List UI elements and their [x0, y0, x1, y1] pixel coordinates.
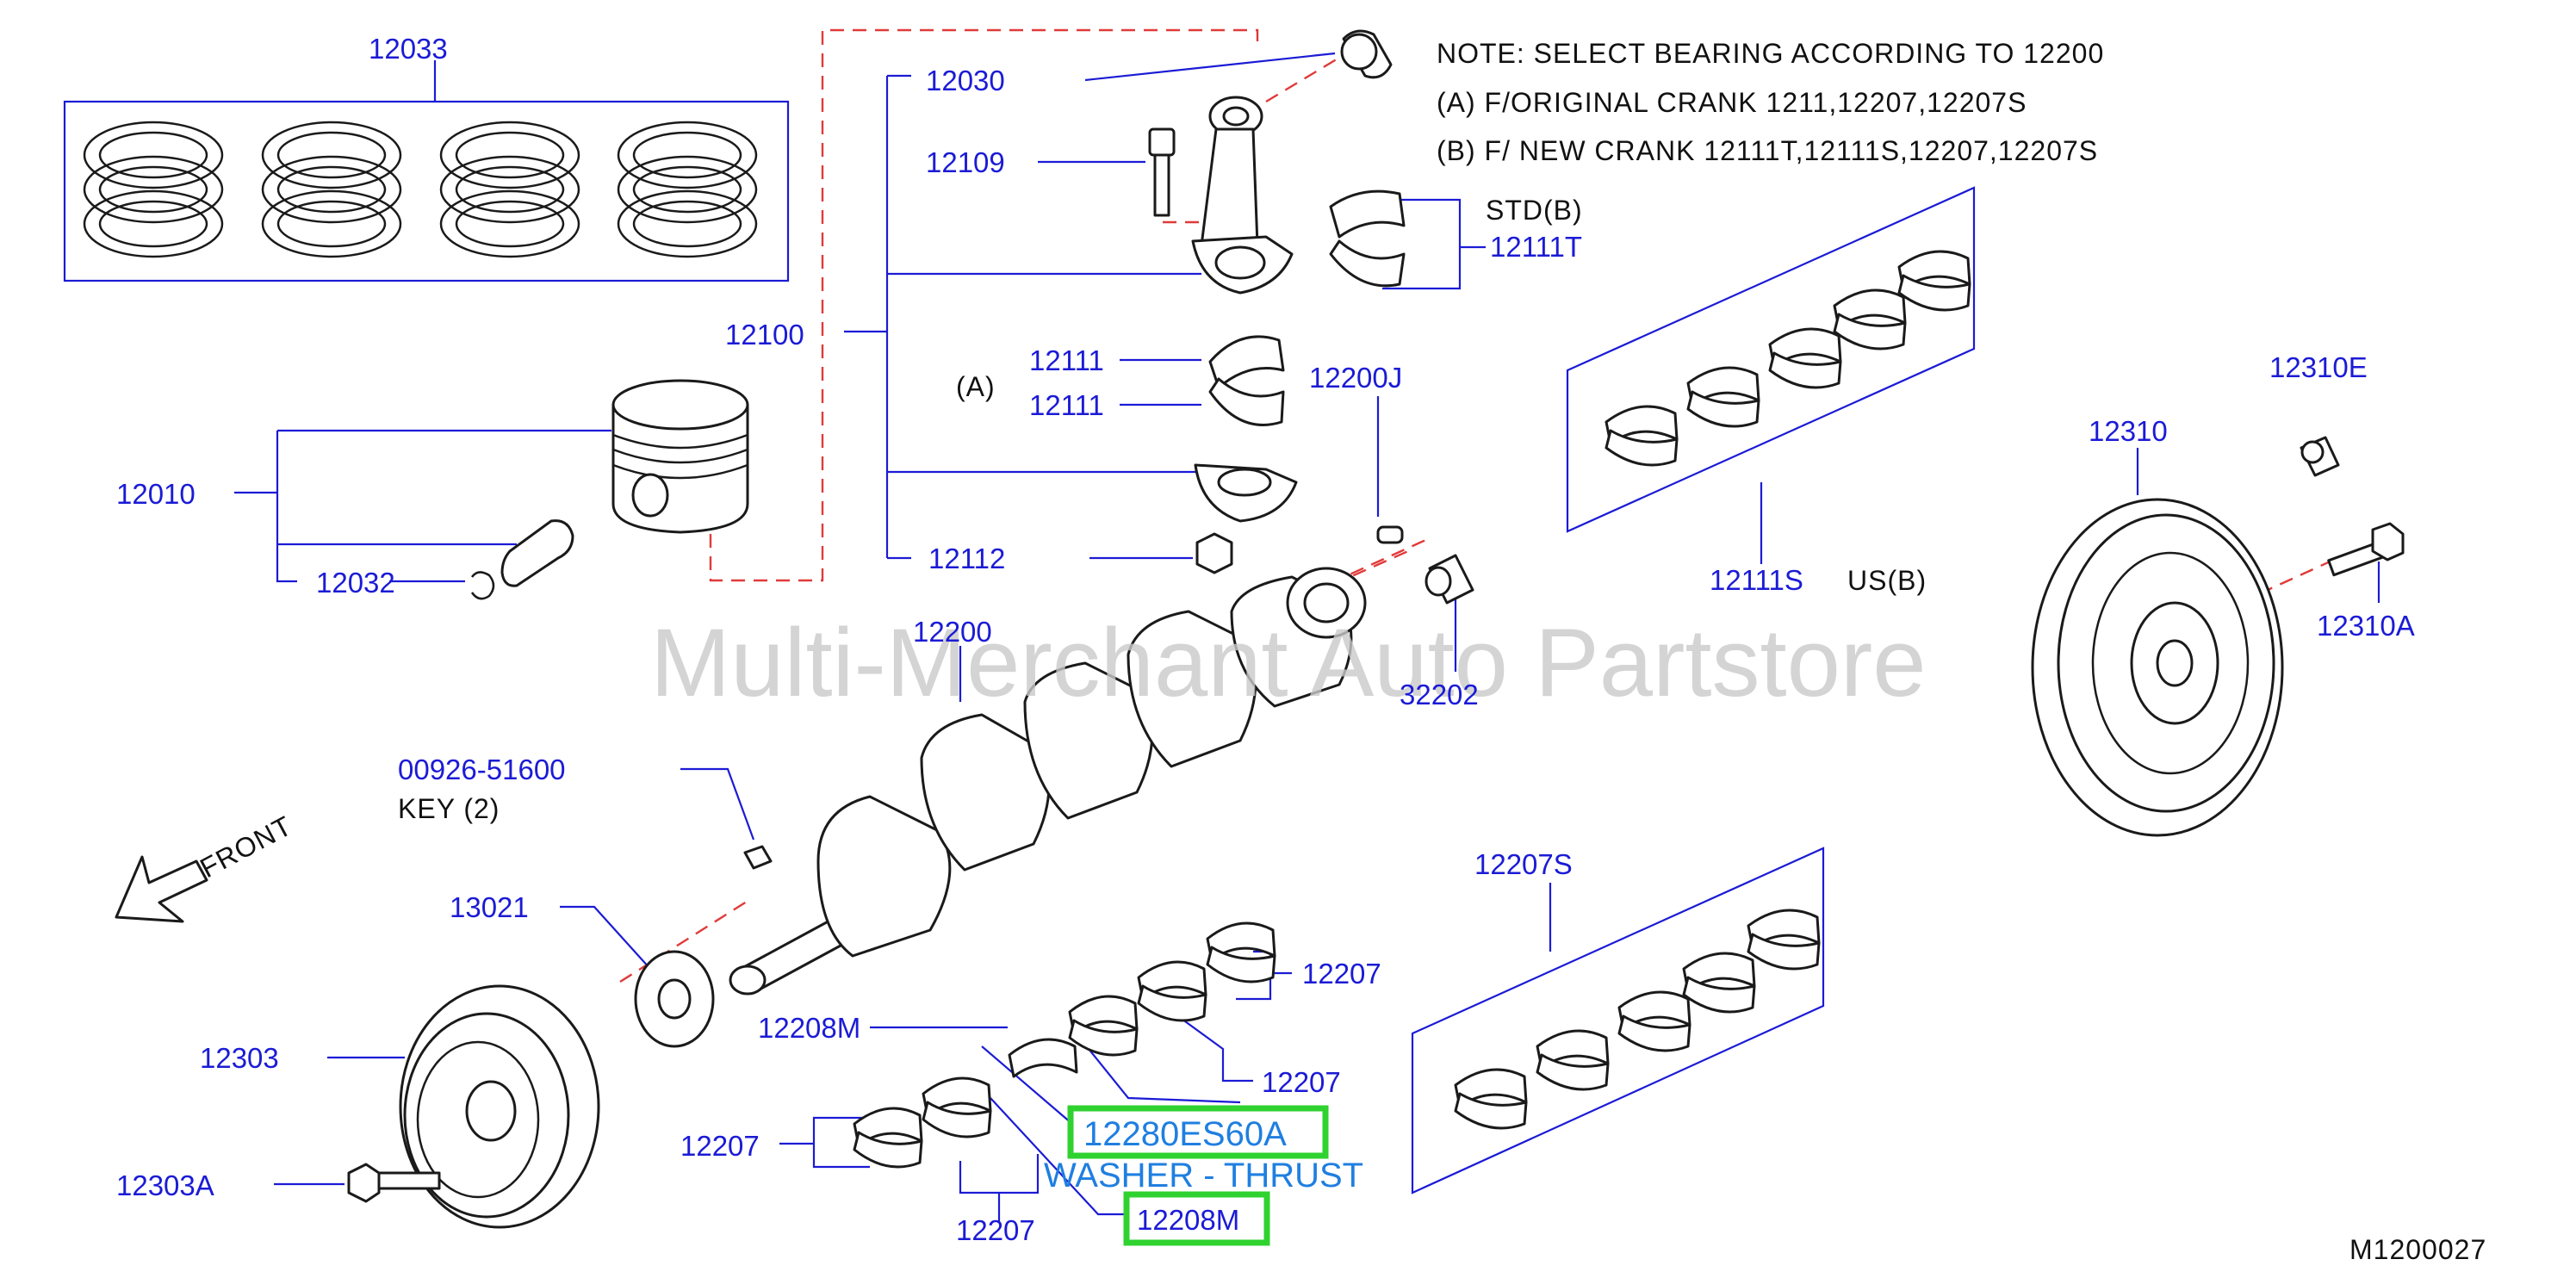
label-12111s[interactable]: 12111S	[1710, 564, 1803, 596]
label-12010[interactable]: 12010	[116, 478, 196, 510]
label-12207s[interactable]: 12207S	[1474, 848, 1573, 880]
label-12310e[interactable]: 12310E	[2269, 351, 2368, 383]
label-32202[interactable]: 32202	[1400, 679, 1479, 710]
crank-pulley	[399, 984, 600, 1229]
label-12033[interactable]: 12033	[369, 33, 448, 65]
label-12112[interactable]: 12112	[928, 543, 1005, 574]
label-12207-right-1[interactable]: 12207	[1302, 958, 1381, 990]
note-line-3: (B) F/ NEW CRANK 12111T,12111S,12207,122…	[1437, 135, 2098, 166]
pilot-bushing	[1425, 554, 1474, 605]
woodruff-key	[743, 845, 773, 870]
front-arrow-icon	[115, 855, 208, 923]
note-line-1: NOTE: SELECT BEARING ACCORDING TO 12200	[1437, 38, 2104, 69]
pulley-bolt	[347, 1163, 441, 1203]
label-00926-51600[interactable]: 00926-51600	[398, 754, 566, 785]
crankshaft	[729, 567, 1367, 996]
ring-stack-2	[261, 121, 402, 258]
conrod-nut	[1195, 532, 1233, 574]
label-12207-bottom[interactable]: 12207	[956, 1214, 1035, 1246]
bearing-set-12111S	[1605, 250, 1971, 467]
label-12111t[interactable]: 12111T	[1490, 231, 1582, 263]
piston-pin	[500, 519, 574, 587]
label-12200j[interactable]: 12200J	[1309, 362, 1402, 394]
label-std-b: STD(B)	[1486, 195, 1583, 226]
label-12032[interactable]: 12032	[316, 567, 395, 599]
ring-stack-4	[617, 121, 758, 258]
bearing-set-12207S	[1454, 909, 1821, 1130]
label-front: FRONT	[195, 810, 297, 884]
snap-ring	[470, 571, 495, 600]
bearing-std-pair	[1329, 189, 1406, 288]
label-us-b: US(B)	[1847, 565, 1927, 596]
label-12111-b[interactable]: 12111	[1029, 389, 1104, 421]
ring-stack-1	[83, 121, 224, 258]
label-key: KEY (2)	[398, 793, 500, 824]
label-12030[interactable]: 12030	[926, 65, 1005, 96]
highlight-12208m[interactable]: 12208M	[1123, 1191, 1270, 1246]
rod-bearing-upper	[1208, 335, 1285, 426]
label-12208m-top[interactable]: 12208M	[758, 1012, 860, 1044]
label-12310[interactable]: 12310	[2089, 415, 2168, 447]
diagram-id: M1200027	[2349, 1234, 2486, 1265]
flywheel-bolt	[2327, 522, 2405, 577]
crank-sprocket	[634, 950, 715, 1048]
crank-plug	[1376, 525, 1404, 544]
label-12200[interactable]: 12200	[913, 616, 992, 648]
connecting-rod	[1191, 96, 1298, 523]
piston-rings-set	[83, 121, 758, 258]
highlight-washer-thrust[interactable]: 12280ES60A WASHER - THRUST	[1044, 1105, 1363, 1194]
label-12100[interactable]: 12100	[725, 319, 804, 351]
label-13021[interactable]: 13021	[450, 891, 529, 923]
label-12111-a[interactable]: 12111	[1029, 344, 1104, 376]
label-12207-right-2[interactable]: 12207	[1262, 1066, 1341, 1098]
ring-stack-3	[439, 121, 580, 258]
label-12208m-highlight[interactable]: 12208M	[1137, 1204, 1239, 1236]
flywheel-dowel	[2300, 436, 2340, 477]
small-end-bushing	[1340, 29, 1393, 79]
mark-a: (A)	[956, 371, 996, 402]
piston	[611, 379, 749, 534]
label-12207-left[interactable]: 12207	[680, 1130, 760, 1162]
label-12303[interactable]: 12303	[200, 1042, 279, 1074]
label-12109[interactable]: 12109	[926, 146, 1005, 178]
washer-part-name[interactable]: WASHER - THRUST	[1044, 1157, 1363, 1194]
note-line-2: (A) F/ORIGINAL CRANK 1211,12207,12207S	[1437, 87, 2027, 118]
label-12310a[interactable]: 12310A	[2317, 610, 2415, 642]
main-bearing-set	[853, 921, 1276, 1169]
label-12303a[interactable]: 12303A	[116, 1169, 214, 1201]
watermark: Multi-Merchant Auto Partstore	[650, 609, 1926, 717]
flywheel	[2031, 498, 2284, 837]
conrod-bolt	[1148, 127, 1176, 217]
washer-part-number[interactable]: 12280ES60A	[1083, 1115, 1287, 1153]
